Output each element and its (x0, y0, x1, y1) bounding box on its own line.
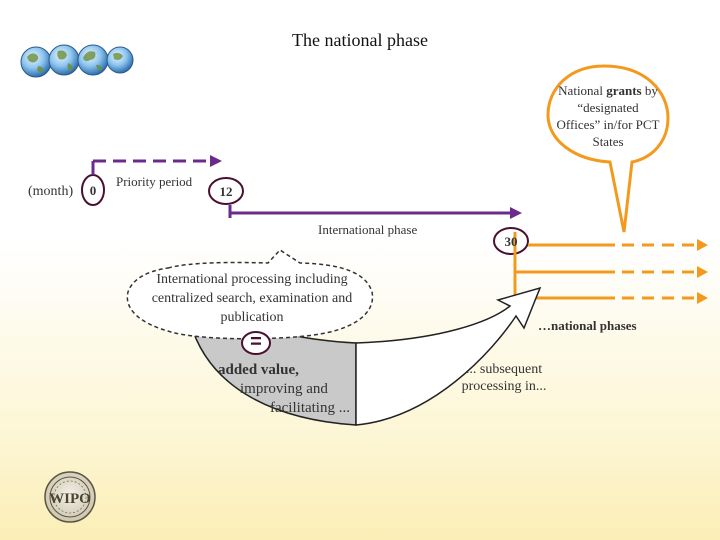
month-12-label: 12 (219, 184, 233, 199)
processing-in-text: processing in... (461, 379, 547, 394)
svg-text:WIPO: WIPO (49, 491, 91, 507)
subsequent-processing-arrow (355, 286, 542, 426)
month-label: (month) (28, 184, 74, 199)
national-phases-text: …national phases (538, 318, 637, 333)
international-phase-arrow (228, 205, 522, 219)
month-30-oval (493, 227, 529, 255)
intl-processing-text: International processing including centr… (151, 272, 353, 325)
equals-oval (241, 331, 271, 355)
slide-title: The national phase (292, 30, 428, 50)
national-grants-rest: by “designated Offices” in/for PCT State… (556, 83, 660, 149)
improving-text: improving and (240, 381, 328, 397)
month-30-label: 30 (504, 234, 518, 249)
national-grants-prefix: National (558, 83, 607, 98)
international-phase-label: International phase (318, 222, 418, 237)
intl-processing-callout (126, 249, 374, 340)
globes-logo-icon (20, 44, 134, 78)
national-grants-bold: grants (606, 83, 642, 98)
national-grants-callout (546, 64, 670, 233)
month-0-label: 0 (89, 183, 97, 198)
facilitating-text: facilitating ... (270, 400, 350, 416)
priority-period-label: Priority period (116, 174, 193, 189)
equals-sign: = (250, 331, 262, 353)
added-value-text: added value, (218, 362, 299, 378)
wipo-seal-icon: WIPO (44, 471, 96, 523)
national-phase-arrows (513, 232, 708, 305)
priority-period-arrow (91, 155, 222, 175)
month-12-oval (208, 177, 244, 205)
subsequent-text: ... subsequent (465, 362, 543, 377)
national-grants-text: National grants by “designated Offices” … (556, 82, 660, 150)
